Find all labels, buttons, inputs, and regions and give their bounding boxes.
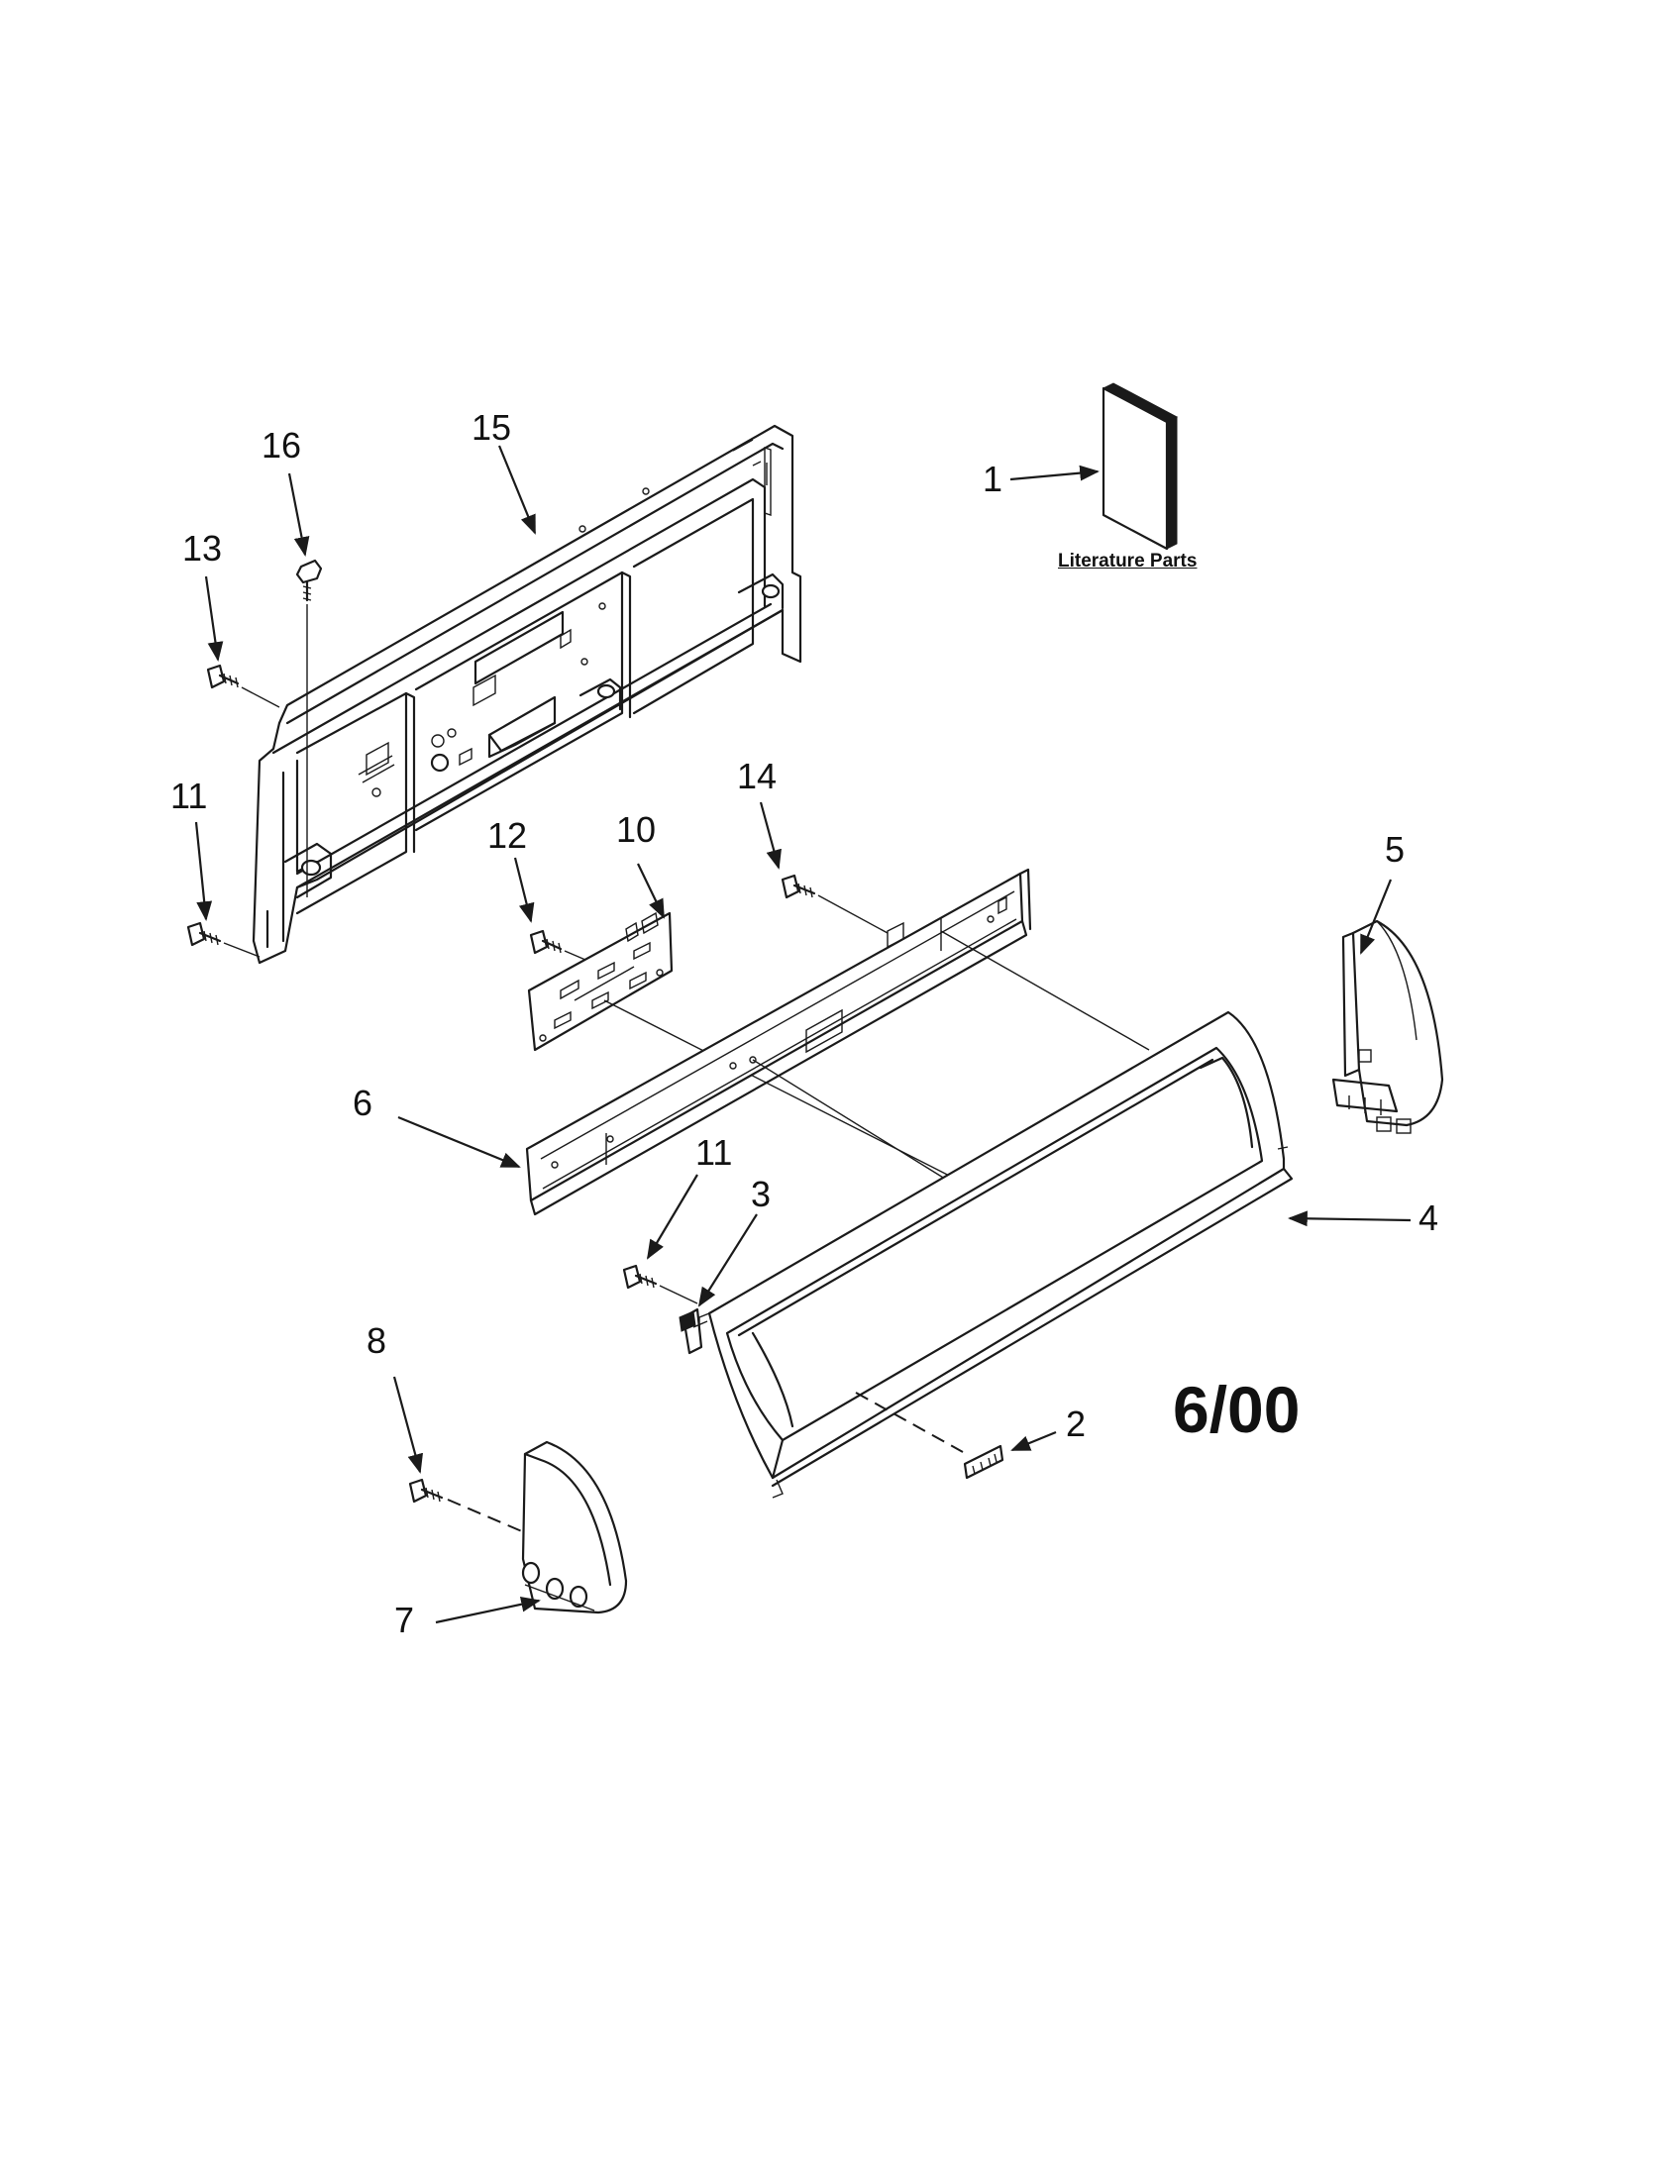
arrow-3 (697, 1213, 758, 1307)
callout-1: 1 (983, 459, 1003, 499)
control-board (527, 911, 972, 1188)
screw-11-upper (186, 921, 261, 958)
screw-13 (206, 664, 280, 708)
screw-11-lower (622, 1264, 698, 1304)
screw-12 (529, 929, 593, 964)
callout-5: 5 (1385, 829, 1406, 870)
callout-13: 13 (182, 528, 223, 569)
callout-7: 7 (394, 1600, 415, 1640)
arrow-7 (435, 1596, 541, 1624)
callout-15: 15 (472, 407, 512, 448)
screw-14 (781, 874, 889, 934)
arrow-1 (1009, 465, 1100, 481)
arrow-6 (397, 1115, 521, 1169)
arrow-8 (392, 1376, 423, 1474)
callout-10: 10 (616, 809, 657, 850)
callout-11-lower: 11 (695, 1132, 733, 1173)
arrow-2 (1010, 1430, 1057, 1452)
arrow-14 (759, 801, 782, 870)
screw-16 (295, 559, 323, 897)
arrow-13 (204, 575, 224, 662)
arrow-12 (513, 857, 535, 923)
arrow-11-lower (646, 1174, 698, 1260)
left-end-cap (521, 1440, 628, 1614)
arrow-16 (287, 472, 310, 557)
right-end-cap (1331, 919, 1444, 1134)
callout-4: 4 (1418, 1197, 1439, 1238)
arrow-10 (637, 863, 665, 919)
revision-date: 6/00 (1173, 1373, 1301, 1446)
callout-8: 8 (367, 1320, 387, 1361)
callout-14: 14 (737, 756, 778, 796)
callout-12: 12 (487, 815, 528, 856)
arrow-15 (497, 445, 537, 535)
callout-2: 2 (1066, 1404, 1087, 1444)
rear-console-panel (252, 424, 802, 965)
badge (855, 1392, 1004, 1480)
callout-6: 6 (353, 1083, 373, 1123)
screw-8 (408, 1478, 532, 1536)
callout-11-upper: 11 (170, 776, 208, 816)
leader-arrows (194, 445, 1412, 1624)
arrow-11-upper (194, 821, 213, 921)
arrow-4 (1288, 1210, 1412, 1227)
clip (679, 1307, 708, 1355)
callout-16: 16 (262, 425, 302, 466)
literature-book (1102, 382, 1179, 551)
control-panel (698, 1010, 1294, 1499)
literature-parts-caption: Literature Parts (1058, 551, 1198, 572)
arrow-5 (1359, 879, 1393, 955)
callout-3: 3 (751, 1174, 772, 1214)
control-bracket (525, 868, 1150, 1216)
